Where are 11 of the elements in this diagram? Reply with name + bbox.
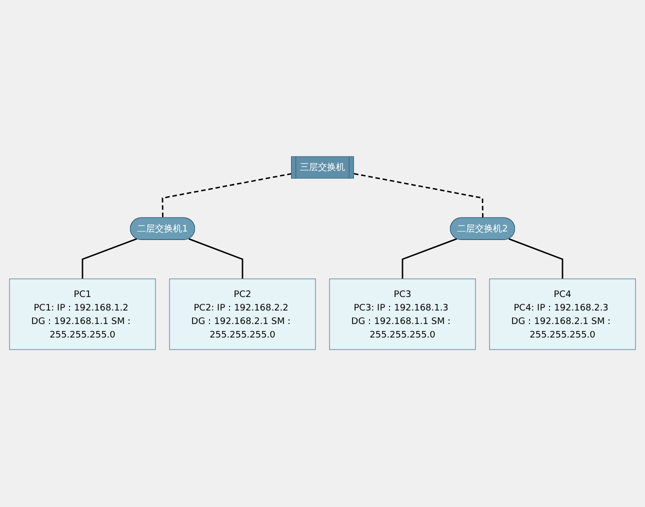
node-box bbox=[329, 279, 476, 350]
connector bbox=[188, 238, 244, 280]
connector bbox=[354, 173, 484, 218]
connector bbox=[162, 173, 292, 218]
node-box bbox=[9, 279, 156, 350]
network-diagram: 三层交换机 二层交换机1 二层交换机2 PC1 PC1: IP：192.168.1.2 DG：192.168.1.1 SM：255.255.255.0 PC2 PC2: IP：192.168.2.2 DG：192.168.2.1 SM：255.255.255.0 PC3 PC3: IP：192.168.1.3 DG：192.168.1.1 SM：255.255.255.0 PC4 PC4: IP：192.168.2.3 DG：192.168.2.1 SM：255.255.255.0 bbox=[5, 152, 640, 355]
connector bbox=[508, 238, 564, 280]
node-box bbox=[489, 279, 636, 350]
connector bbox=[82, 238, 138, 280]
connector bbox=[402, 238, 458, 280]
node-box bbox=[169, 279, 316, 350]
